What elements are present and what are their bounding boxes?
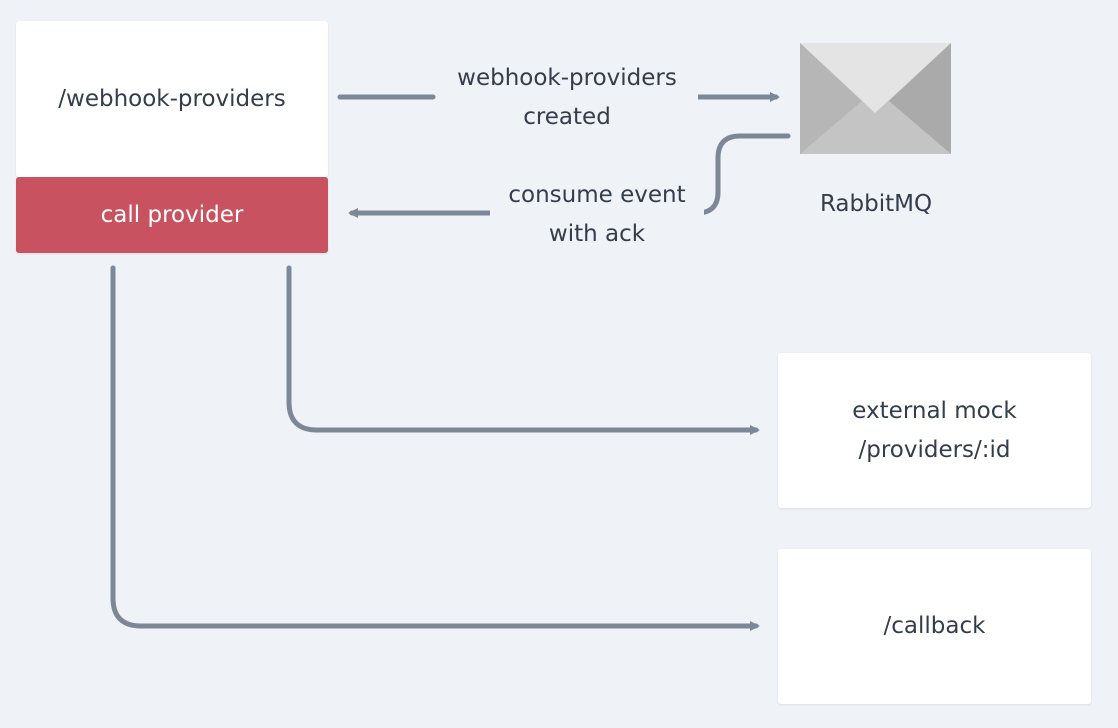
node-external-mock-line1: external mock — [852, 397, 1017, 424]
node-call-provider[interactable]: call provider — [16, 177, 328, 253]
node-call-provider-label: call provider — [100, 201, 244, 228]
rabbitmq-label: RabbitMQ — [819, 191, 933, 217]
edge-label-consume: consume event with ack — [490, 176, 704, 254]
edge-label-created: webhook-providers created — [436, 59, 698, 137]
edge-call-provider-to-external-mock — [286, 265, 760, 435]
node-callback[interactable]: /callback — [778, 549, 1091, 704]
edge-label-created-line2: created — [523, 104, 611, 130]
edge-label-consume-line1: consume event — [508, 182, 686, 208]
node-webhook-providers[interactable]: /webhook-providers — [16, 21, 328, 177]
edge-label-consume-line2: with ack — [548, 221, 646, 247]
edge-call-provider-to-callback — [110, 265, 760, 631]
node-external-mock-line2: /providers/:id — [858, 436, 1011, 463]
envelope-icon[interactable] — [800, 43, 951, 154]
node-external-mock[interactable]: external mock /providers/:id — [778, 353, 1091, 508]
node-webhook-providers-label: /webhook-providers — [58, 85, 286, 112]
edge-rabbitmq-to-call-provider — [694, 133, 791, 216]
edge-label-created-line1: webhook-providers — [457, 65, 677, 91]
node-callback-label: /callback — [883, 613, 986, 639]
